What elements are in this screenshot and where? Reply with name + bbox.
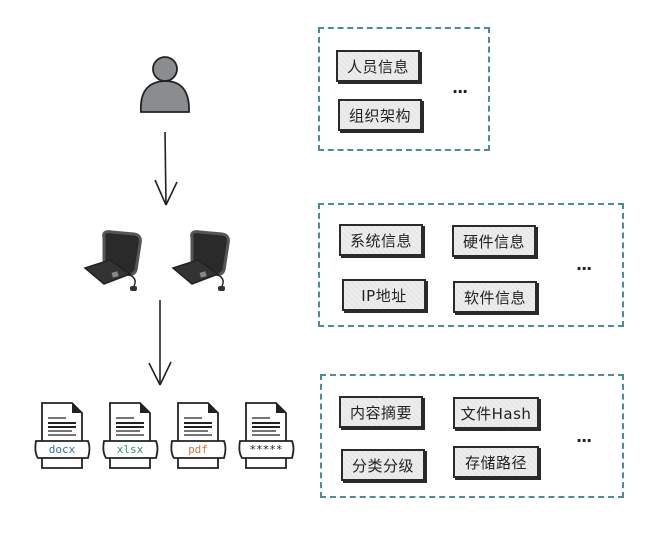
arrow-down-icon bbox=[154, 131, 178, 206]
computer-icon bbox=[83, 230, 142, 291]
file-type-label: xlsx bbox=[116, 443, 144, 456]
file-icon: xlsx bbox=[100, 400, 160, 479]
label-hardware-info: 硬件信息 bbox=[452, 225, 536, 257]
file-icon: docx bbox=[32, 400, 92, 479]
group-device-info bbox=[318, 203, 624, 327]
computer-icon bbox=[171, 230, 230, 291]
group-person-info bbox=[318, 27, 490, 151]
file-icon: ***** bbox=[236, 400, 296, 479]
ellipsis: ... bbox=[576, 255, 592, 274]
arrow-down-icon bbox=[148, 300, 172, 386]
group-file-info bbox=[320, 374, 624, 498]
label-person-info: 人员信息 bbox=[336, 50, 420, 82]
ellipsis: ... bbox=[452, 78, 468, 97]
ellipsis: ... bbox=[576, 427, 592, 446]
label-storage-path: 存储路径 bbox=[453, 446, 539, 478]
label-system-info: 系统信息 bbox=[339, 224, 423, 256]
label-file-hash: 文件Hash bbox=[453, 397, 539, 429]
person-icon bbox=[140, 56, 190, 113]
file-type-label: docx bbox=[48, 443, 76, 456]
file-type-label: pdf bbox=[188, 443, 208, 456]
file-type-label: ***** bbox=[249, 443, 283, 456]
label-ip-address: IP地址 bbox=[342, 279, 426, 311]
file-icon: pdf bbox=[168, 400, 228, 479]
label-content-summary: 内容摘要 bbox=[339, 396, 423, 428]
label-org-structure: 组织架构 bbox=[338, 99, 422, 131]
label-classification: 分类分级 bbox=[341, 449, 425, 481]
label-software-info: 软件信息 bbox=[453, 281, 537, 313]
